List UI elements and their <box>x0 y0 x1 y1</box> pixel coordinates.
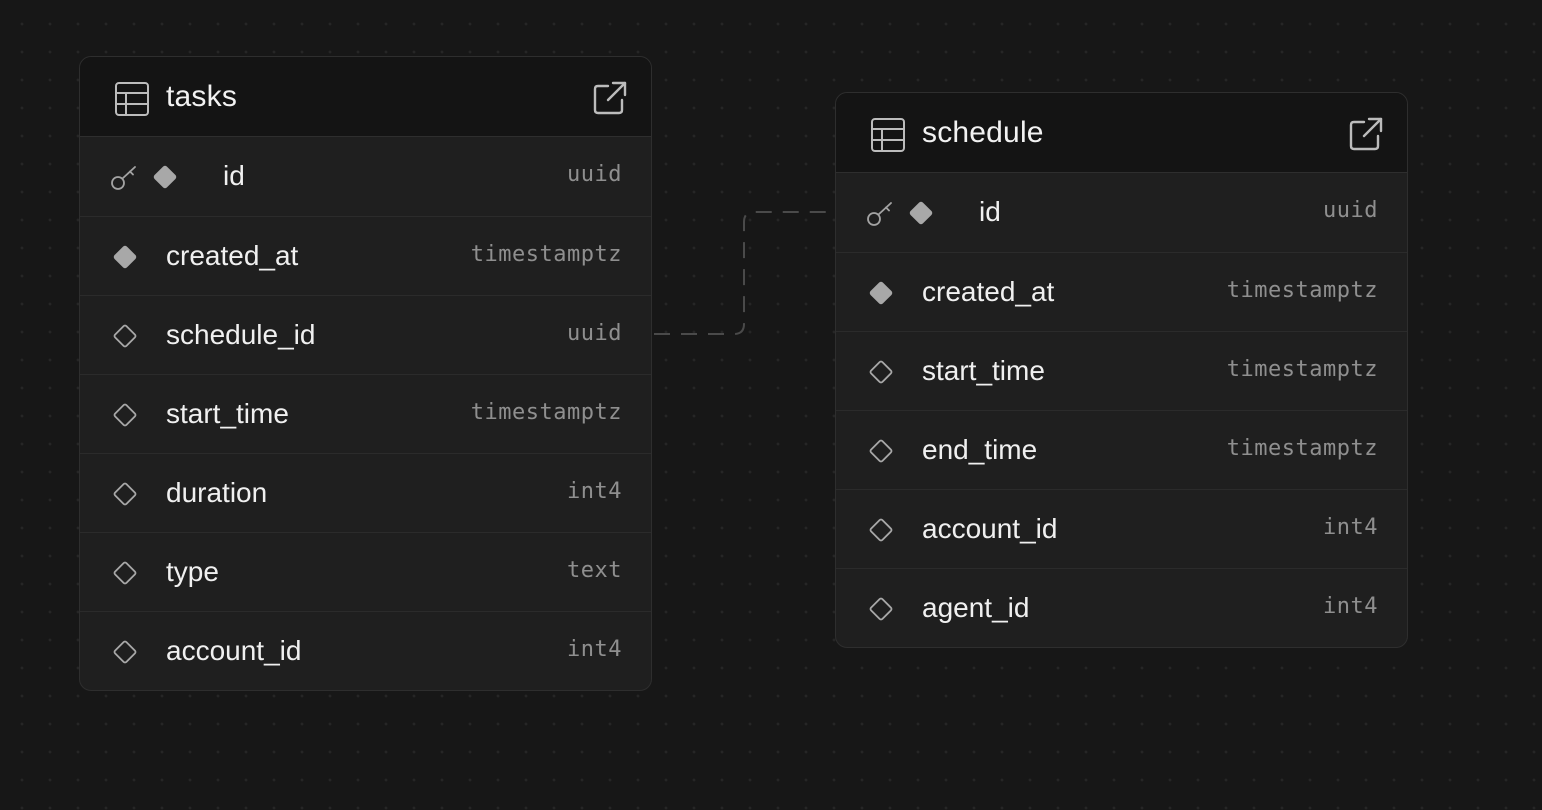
outline-diamond-icon <box>113 640 137 664</box>
column-type: timestamptz <box>1226 357 1378 382</box>
outline-diamond-icon <box>869 597 893 621</box>
column-row-id[interactable]: id uuid <box>80 137 651 216</box>
outline-diamond-icon <box>113 561 137 585</box>
column-name: created_at <box>922 276 1055 307</box>
column-name: account_id <box>922 513 1058 544</box>
column-type: int4 <box>567 637 622 662</box>
column-name: start_time <box>922 355 1045 386</box>
column-row-id[interactable]: id uuid <box>836 173 1407 252</box>
column-type: timestamptz <box>1226 436 1378 461</box>
column-row-duration[interactable]: duration int4 <box>80 453 651 532</box>
column-type: uuid <box>1323 198 1378 223</box>
table-card-tasks[interactable]: tasks id uuid created_at timestamptz <box>79 56 652 691</box>
external-link-icon[interactable] <box>593 81 627 115</box>
column-name: duration <box>166 477 268 508</box>
table-grid-icon <box>115 82 149 116</box>
key-icon <box>111 166 136 190</box>
column-row-created-at[interactable]: created_at timestamptz <box>80 216 651 295</box>
table-grid-icon <box>871 118 905 152</box>
column-row-created-at[interactable]: created_at timestamptz <box>836 252 1407 331</box>
table-header: tasks <box>80 57 651 137</box>
column-row-account-id[interactable]: account_id int4 <box>80 611 651 690</box>
filled-diamond-icon <box>909 201 933 225</box>
column-name: created_at <box>166 240 299 271</box>
external-link-icon[interactable] <box>1349 117 1383 151</box>
column-name: id <box>223 160 245 191</box>
filled-diamond-icon <box>113 245 137 269</box>
table-card-schedule[interactable]: schedule id uuid created_at timestamp <box>835 92 1408 648</box>
column-row-agent-id[interactable]: agent_id int4 <box>836 568 1407 647</box>
table-name: tasks <box>166 80 238 113</box>
column-type: text <box>567 558 622 583</box>
column-row-end-time[interactable]: end_time timestamptz <box>836 410 1407 489</box>
column-name: schedule_id <box>166 319 316 350</box>
outline-diamond-icon <box>869 518 893 542</box>
column-name: agent_id <box>922 592 1030 623</box>
column-type: timestamptz <box>1226 278 1378 303</box>
filled-diamond-icon <box>869 281 893 305</box>
column-type: timestamptz <box>470 400 622 425</box>
column-type: int4 <box>1323 515 1378 540</box>
column-list: id uuid created_at timestamptz schedule_… <box>80 137 651 690</box>
outline-diamond-icon <box>869 439 893 463</box>
outline-diamond-icon <box>113 324 137 348</box>
column-type: int4 <box>1323 594 1378 619</box>
filled-diamond-icon <box>153 165 177 189</box>
column-row-start-time[interactable]: start_time timestamptz <box>836 331 1407 410</box>
table-name: schedule <box>922 116 1044 149</box>
column-row-account-id[interactable]: account_id int4 <box>836 489 1407 568</box>
outline-diamond-icon <box>113 403 137 427</box>
table-header: schedule <box>836 93 1407 173</box>
column-type: int4 <box>567 479 622 504</box>
outline-diamond-icon <box>113 482 137 506</box>
column-list: id uuid created_at timestamptz start_tim… <box>836 173 1407 647</box>
column-type: timestamptz <box>470 242 622 267</box>
column-row-start-time[interactable]: start_time timestamptz <box>80 374 651 453</box>
column-name: id <box>979 196 1001 227</box>
column-type: uuid <box>567 321 622 346</box>
column-name: type <box>166 556 219 587</box>
key-icon <box>867 202 892 226</box>
column-name: start_time <box>166 398 289 429</box>
column-type: uuid <box>567 162 622 187</box>
column-name: end_time <box>922 434 1038 465</box>
outline-diamond-icon <box>869 360 893 384</box>
column-name: account_id <box>166 635 302 666</box>
column-row-type[interactable]: type text <box>80 532 651 611</box>
column-row-schedule-id[interactable]: schedule_id uuid <box>80 295 651 374</box>
